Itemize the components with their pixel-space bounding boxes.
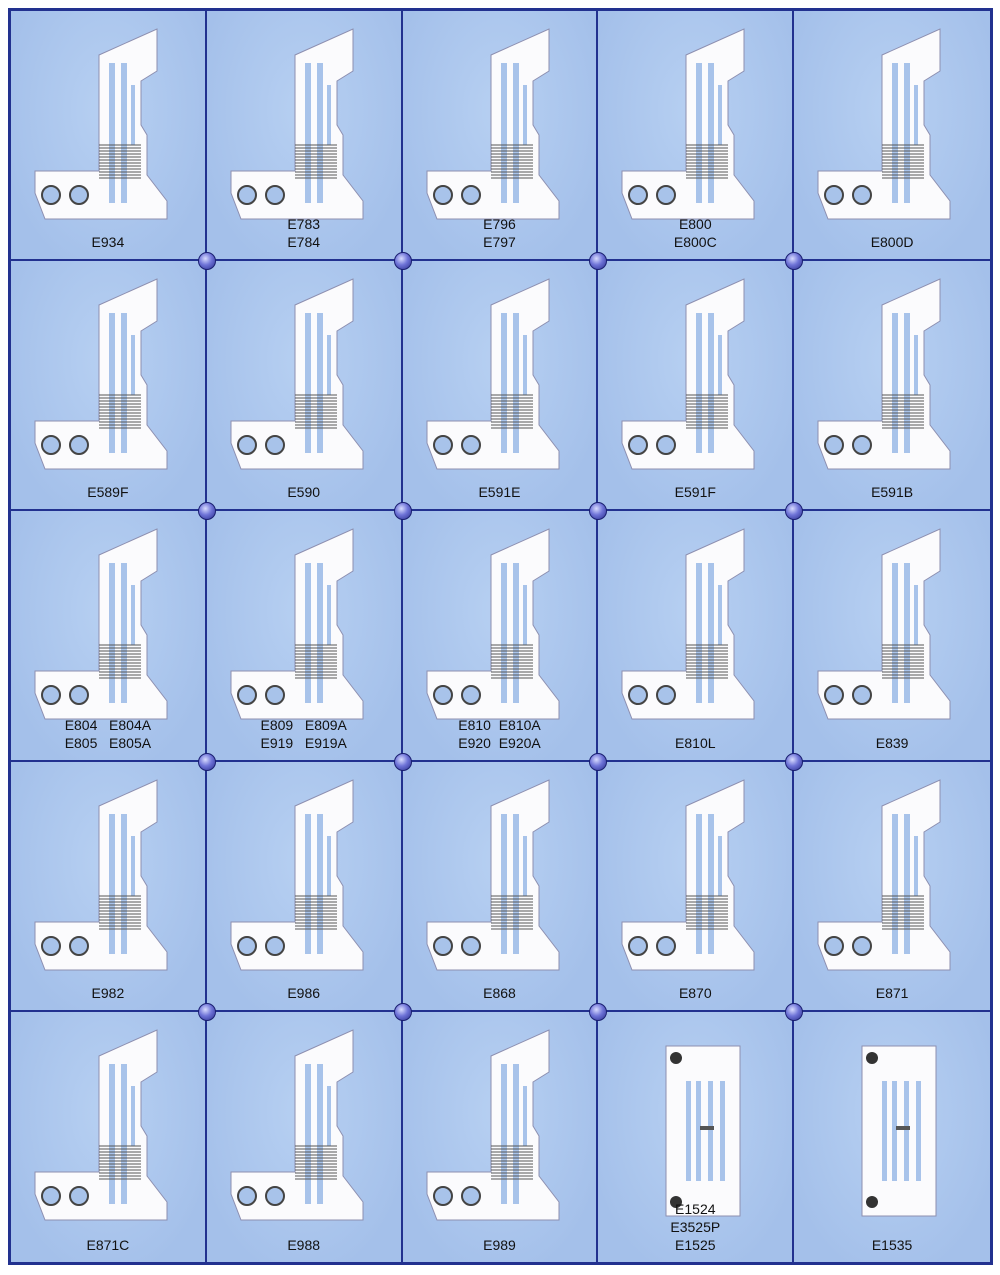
- catalog-item-e796: E796 E797: [402, 11, 599, 262]
- needle-plate-image: [621, 778, 755, 971]
- needle-plate-image: [621, 528, 755, 720]
- grid-knob-decoration: [197, 1002, 216, 1021]
- needle-plate-image: [426, 1029, 560, 1221]
- catalog-item-e591b: E591B: [794, 261, 990, 512]
- part-number-label: E986: [287, 984, 321, 1001]
- catalog-item-e800: E800 E800C: [598, 11, 795, 262]
- catalog-item-e1535: E1535: [794, 1011, 990, 1262]
- part-number-label: E870: [678, 984, 712, 1001]
- part-number-label: E590: [287, 484, 321, 501]
- catalog-item-e591f: E591F: [598, 261, 795, 512]
- grid-knob-decoration: [197, 752, 216, 771]
- catalog-item-e804: E804 E804A E805 E805A: [11, 511, 207, 762]
- catalog-item-e868: E868: [402, 761, 599, 1012]
- part-number-label: E989: [483, 1236, 516, 1253]
- part-number-label: E591B: [871, 484, 914, 501]
- catalog-item-e986: E986: [206, 761, 403, 1012]
- catalog-item-e591e: E591E: [402, 261, 599, 512]
- catalog-item-e982: E982: [11, 761, 207, 1012]
- part-number-label: E591F: [674, 484, 716, 501]
- needle-plate-image: [426, 778, 560, 971]
- needle-plate-image: [34, 278, 168, 470]
- catalog-item-e839: E839: [794, 511, 990, 762]
- grid-knob-decoration: [197, 252, 216, 271]
- grid-knob-decoration: [393, 752, 412, 771]
- grid-knob-decoration: [393, 502, 412, 521]
- part-number-label: E1524 E3525P E1525: [670, 1200, 721, 1253]
- catalog-item-e810: E810 E810A E920 E920A: [402, 511, 599, 762]
- needle-plate-image: [621, 28, 755, 220]
- needle-plate-image: [230, 778, 364, 971]
- catalog-item-e589f: E589F: [11, 261, 207, 512]
- needle-plate-image: [230, 28, 364, 220]
- catalog-item-e809: E809 E809A E919 E919A: [206, 511, 403, 762]
- part-number-label: E800D: [870, 234, 914, 251]
- catalog-item-e871c: E871C: [11, 1011, 207, 1262]
- catalog-item-e590: E590: [206, 261, 403, 512]
- grid-knob-decoration: [785, 1002, 804, 1021]
- grid-knob-decoration: [393, 1002, 412, 1021]
- grid-knob-decoration: [785, 252, 804, 271]
- needle-plate-image: [817, 528, 951, 720]
- grid-knob-decoration: [393, 252, 412, 271]
- needle-plate-image: [426, 528, 560, 720]
- part-number-label: E868: [483, 984, 516, 1001]
- part-number-label: E988: [287, 1236, 321, 1253]
- catalog-item-e988: E988: [206, 1011, 403, 1262]
- needle-plate-image: [426, 278, 560, 470]
- part-number-label: E839: [875, 734, 909, 751]
- part-number-label: E810 E810A E920 E920A: [458, 716, 541, 751]
- part-number-label: E982: [91, 984, 125, 1001]
- part-number-label: E810L: [675, 734, 716, 751]
- needle-plate-image: [230, 278, 364, 470]
- grid-knob-decoration: [197, 502, 216, 521]
- needle-plate-image: [34, 778, 168, 971]
- needle-plate-image: [861, 1045, 937, 1217]
- catalog-item-e800d: E800D: [794, 11, 990, 262]
- needle-plate-image: [665, 1045, 741, 1217]
- part-number-label: E804 E804A E805 E805A: [64, 716, 152, 751]
- grid-knob-decoration: [589, 1002, 608, 1021]
- catalog-item-e783: E783 E784: [206, 11, 403, 262]
- needle-plate-image: [817, 278, 951, 470]
- needle-plate-image: [426, 28, 560, 220]
- grid-knob-decoration: [589, 752, 608, 771]
- needle-plate-image: [34, 528, 168, 720]
- needle-plate-image: [230, 1029, 364, 1221]
- part-number-label: E809 E809A E919 E919A: [260, 716, 347, 751]
- part-number-label: E591E: [478, 484, 521, 501]
- needle-plate-image: [621, 278, 755, 470]
- catalog-item-e934: E934: [11, 11, 207, 262]
- catalog-item-e1524: E1524 E3525P E1525: [598, 1011, 795, 1262]
- catalog-item-e810l: E810L: [598, 511, 795, 762]
- grid-knob-decoration: [785, 752, 804, 771]
- catalog-item-e871: E871: [794, 761, 990, 1012]
- catalog-item-e870: E870: [598, 761, 795, 1012]
- grid-knob-decoration: [589, 252, 608, 271]
- needle-plate-image: [817, 778, 951, 971]
- needle-plate-image: [817, 28, 951, 220]
- part-number-label: E1535: [871, 1236, 913, 1253]
- needle-plate-catalog-grid: E934 E783 E784 E796 E797 E800 E800C E800…: [8, 8, 993, 1265]
- part-number-label: E871C: [86, 1236, 130, 1253]
- grid-knob-decoration: [589, 502, 608, 521]
- part-number-label: E871: [875, 984, 909, 1001]
- needle-plate-image: [34, 28, 168, 220]
- needle-plate-image: [230, 528, 364, 720]
- part-number-label: E796 E797: [483, 216, 516, 251]
- part-number-label: E800 E800C: [673, 216, 717, 251]
- part-number-label: E589F: [87, 484, 129, 501]
- part-number-label: E934: [91, 234, 125, 251]
- catalog-item-e989: E989: [402, 1011, 599, 1262]
- needle-plate-image: [34, 1029, 168, 1221]
- grid-knob-decoration: [785, 502, 804, 521]
- part-number-label: E783 E784: [287, 216, 321, 251]
